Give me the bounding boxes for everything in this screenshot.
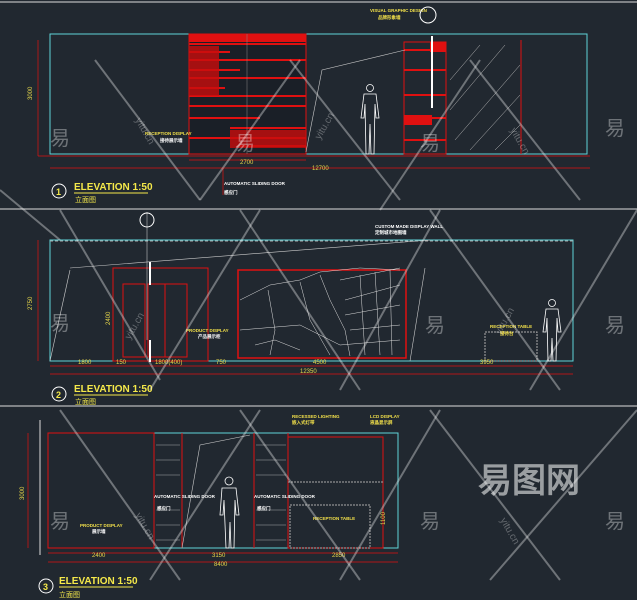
city-map: [239, 267, 401, 357]
svg-text:立面图: 立面图: [59, 590, 80, 599]
svg-text:3950: 3950: [480, 360, 494, 366]
label-automatic-door: AUTOMATIC SLIDING DOOR: [224, 181, 286, 186]
svg-text:750: 750: [216, 360, 227, 366]
svg-text:yitu.cn: yitu.cn: [497, 516, 521, 547]
section-marker: [139, 212, 155, 228]
svg-text:1800: 1800: [78, 360, 92, 366]
city-map-display: [237, 269, 407, 359]
svg-text:产品展示柜: 产品展示柜: [198, 333, 221, 340]
elevation-number-circle: [51, 183, 67, 199]
svg-text:易: 易: [420, 133, 440, 155]
svg-text:感应门: 感应门: [157, 505, 171, 512]
svg-text:易: 易: [425, 315, 445, 337]
svg-text:嵌入式灯带: 嵌入式灯带: [292, 419, 315, 426]
label-automatic-door: AUTOMATIC SLIDING DOOR: [154, 494, 216, 499]
svg-text:展示墙: 展示墙: [92, 528, 106, 535]
svg-text:感应门: 感应门: [224, 189, 238, 196]
svg-text:接待展示墙: 接待展示墙: [160, 137, 183, 144]
elevation-title: ELEVATION 1:50: [59, 576, 138, 587]
svg-text:易: 易: [420, 511, 440, 533]
svg-text:12350: 12350: [300, 369, 317, 375]
label-lcd-display: LCD DISPLAY: [370, 414, 400, 419]
glass-hatch: [449, 44, 521, 151]
elevation-2: 2750 2400 1800 150 1800(400) 750 4500 39…: [28, 212, 574, 406]
display-column: [403, 41, 447, 155]
human-figure: [542, 299, 562, 362]
watermark-logo: 易图网: [478, 462, 580, 500]
label-reception: RECEPTION TABLE: [313, 516, 355, 521]
human-figure: [360, 84, 380, 155]
human-figure: [219, 476, 240, 549]
svg-text:易: 易: [605, 315, 625, 337]
label-recessed-lighting: RECESSED LIGHTING: [292, 414, 340, 419]
svg-text:品牌形象墙: 品牌形象墙: [378, 14, 401, 21]
svg-text:易: 易: [605, 118, 625, 140]
svg-text:yitu.cn: yitu.cn: [507, 126, 531, 157]
svg-text:易: 易: [50, 128, 70, 150]
label-display-wall: CUSTOM MADE DISPLAY WALL: [375, 224, 443, 229]
svg-text:立面图: 立面图: [75, 397, 96, 406]
svg-text:易: 易: [50, 313, 70, 335]
svg-text:2400: 2400: [92, 553, 106, 559]
svg-text:液晶显示屏: 液晶显示屏: [370, 419, 393, 426]
elevation-1: 3000 2700 12700 RECEPTION DISPLAY 接待展示墙 …: [28, 6, 590, 204]
label-reception: RECEPTION TABLE: [490, 324, 532, 329]
svg-text:易: 易: [605, 511, 625, 533]
sliding-door-panel: [188, 33, 307, 155]
elevation-3: 3000 1100 2400 3150 2850 8400 AUTOMATIC …: [20, 414, 400, 599]
svg-text:8400: 8400: [214, 562, 228, 568]
dim-height: 2750: [28, 296, 34, 310]
elevation-subtitle: 立面图: [75, 195, 96, 204]
svg-text:3150: 3150: [212, 553, 226, 559]
label-product-display: PRODUCT DISPLAY: [186, 328, 229, 333]
dim-total-width: 12700: [312, 166, 329, 172]
wall-outline: [49, 33, 588, 155]
svg-text:150: 150: [116, 360, 127, 366]
svg-text:易: 易: [235, 133, 255, 155]
watermark: [0, 59, 637, 581]
svg-text:yitu.cn: yitu.cn: [313, 111, 337, 142]
svg-text:1800(400): 1800(400): [155, 360, 182, 366]
label-visual-graphic: VISUAL GRAPHIC DESIGN: [370, 8, 427, 13]
svg-text:1100: 1100: [381, 511, 387, 525]
svg-text:4500: 4500: [313, 360, 327, 366]
elevation-number: 2: [56, 390, 61, 400]
label-reception-display: RECEPTION DISPLAY: [145, 131, 192, 136]
svg-text:易: 易: [50, 511, 70, 533]
svg-text:2400: 2400: [106, 311, 112, 325]
svg-text:接待台: 接待台: [500, 330, 514, 337]
section-marker: [419, 6, 437, 24]
label-product-display: PRODUCT DISPLAY: [80, 523, 123, 528]
dim-door-width: 2700: [240, 160, 254, 166]
elevation-number: 3: [43, 582, 48, 592]
svg-text:定制城市地图墙: 定制城市地图墙: [375, 229, 407, 236]
elevation-number: 1: [56, 187, 61, 197]
svg-text:2850: 2850: [332, 553, 346, 559]
svg-text:yitu.cn: yitu.cn: [132, 511, 156, 542]
wall-outline: [49, 239, 574, 362]
label-automatic-door: AUTOMATIC SLIDING DOOR: [254, 494, 316, 499]
svg-text:感应门: 感应门: [257, 505, 271, 512]
elevation-title: ELEVATION 1:50: [74, 182, 153, 193]
svg-text:yitu.cn: yitu.cn: [123, 311, 147, 342]
dim-height: 3000: [28, 86, 34, 100]
elevation-title: ELEVATION 1:50: [74, 384, 153, 395]
dim-height: 3000: [20, 486, 26, 500]
